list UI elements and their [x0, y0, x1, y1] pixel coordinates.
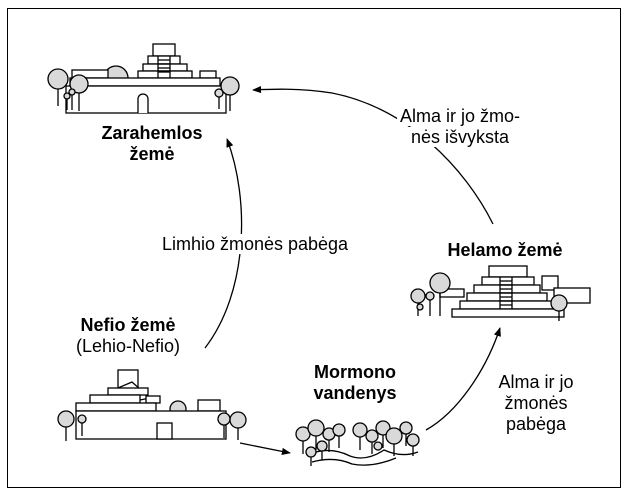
zarahemla-label: Zarahemlos žemė	[82, 123, 222, 165]
alma-departs-label: Alma ir jo žmo- nės išvyksta	[360, 106, 560, 148]
map-frame	[7, 8, 621, 488]
limhi-escape-text: Limhio žmonės pabėga	[158, 234, 352, 254]
mormon-label: Mormono vandenys	[290, 362, 420, 404]
waters-of-mormon-illustration	[295, 419, 420, 466]
mormon-label-line2: vandenys	[313, 383, 397, 403]
arrow-mormon-to-helam	[425, 327, 501, 431]
zarahemla-label-line1: Zarahemlos	[101, 123, 203, 143]
alma-departs-line2: nės išvyksta	[407, 127, 513, 147]
alma-escape-line3: pabėga	[502, 414, 570, 434]
helam-city-illustration	[410, 265, 591, 321]
nephi-label: Nefio žemė (Lehio-Nefio)	[58, 315, 198, 357]
nephi-label-alt: (Lehio-Nefio)	[75, 336, 181, 356]
nephi-city-illustration	[57, 369, 247, 441]
alma-escape-line2: žmonės	[501, 393, 571, 413]
arrow-nephi-to-mormon	[239, 442, 291, 455]
limhi-escape-label: Limhio žmonės pabėga	[130, 234, 380, 255]
alma-departs-line1: Alma ir jo žmo-	[396, 106, 523, 126]
alma-escape-label: Alma ir jo žmonės pabėga	[476, 372, 596, 435]
nephi-label-name: Nefio žemė	[80, 315, 176, 335]
helam-label-text: Helamo žemė	[447, 240, 563, 260]
zarahemla-label-line2: žemė	[129, 144, 175, 164]
mormon-label-line1: Mormono	[314, 362, 396, 382]
alma-escape-line1: Alma ir jo	[495, 372, 577, 392]
helam-label: Helamo žemė	[420, 240, 590, 261]
arrow-helam-to-zarahemla	[252, 85, 494, 225]
zarahemla-city-illustration	[47, 43, 240, 114]
